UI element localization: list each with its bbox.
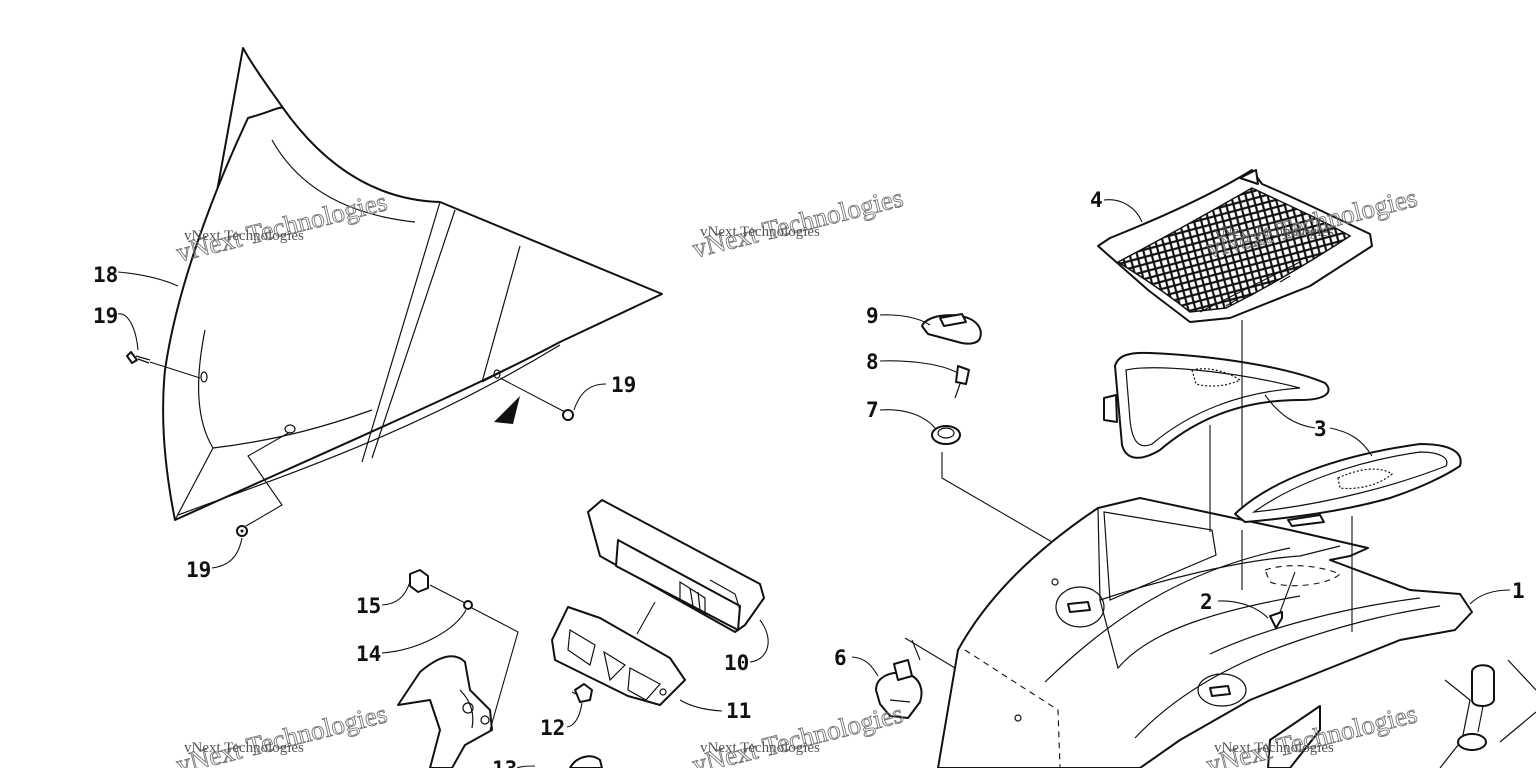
display-module-10[interactable] [587, 499, 765, 633]
watermark-bottom-middle: vNext Technologies vNext Technologies [689, 698, 907, 768]
bracket-11[interactable] [551, 606, 686, 706]
screw-12[interactable] [571, 683, 593, 703]
svg-text:vNext Technologies: vNext Technologies [1214, 224, 1334, 240]
svg-text:vNext Technologies: vNext Technologies [184, 228, 304, 244]
svg-text:vNext Technologies: vNext Technologies [700, 740, 820, 756]
key-cap-9[interactable] [921, 313, 982, 345]
callout-8[interactable]: 8 [866, 350, 879, 374]
callout-3[interactable]: 3 [1314, 417, 1327, 441]
accessory-plug[interactable] [1457, 659, 1536, 751]
svg-text:vNext Technologies: vNext Technologies [1214, 740, 1334, 756]
callout-6[interactable]: 6 [834, 646, 847, 670]
washer-19-bottom[interactable] [236, 525, 248, 537]
trim-ring-3-right[interactable] [1234, 443, 1462, 527]
callout-15[interactable]: 15 [356, 594, 381, 618]
windshield-part[interactable] [162, 47, 663, 521]
callout-13[interactable]: 13 [492, 757, 517, 768]
washer-14[interactable] [463, 600, 473, 610]
screw-19-left[interactable] [126, 351, 151, 364]
callout-18[interactable]: 18 [93, 263, 118, 287]
callout-2[interactable]: 2 [1200, 590, 1213, 614]
watermark-top-middle: vNext Technologies vNext Technologies [689, 182, 907, 264]
callout-19-right[interactable]: 19 [611, 373, 636, 397]
callout-19-bottom[interactable]: 19 [186, 558, 211, 582]
screw-19-right[interactable] [562, 409, 574, 421]
callout-1[interactable]: 1 [1512, 579, 1525, 603]
nut-15[interactable] [409, 569, 429, 593]
connector-6[interactable] [875, 659, 923, 719]
svg-text:vNext Technologies: vNext Technologies [184, 740, 304, 756]
callout-11[interactable]: 11 [726, 699, 751, 723]
part-13[interactable] [569, 755, 603, 768]
key-8[interactable] [954, 365, 970, 399]
svg-text:vNext Technologies: vNext Technologies [689, 182, 906, 263]
svg-text:vNext Technologies: vNext Technologies [689, 698, 906, 768]
callout-19-upper-left[interactable]: 19 [93, 304, 118, 328]
grille-4[interactable] [1097, 169, 1373, 323]
bezel-7[interactable] [931, 425, 961, 445]
hood-assembly-1[interactable] [937, 497, 1473, 768]
callout-9[interactable]: 9 [866, 304, 879, 328]
callout-7[interactable]: 7 [866, 398, 879, 422]
callout-12[interactable]: 12 [540, 716, 565, 740]
screw-2[interactable] [1269, 611, 1283, 629]
watermark-bottom-left: vNext Technologies vNext Technologies [173, 698, 391, 768]
svg-text:vNext Technologies: vNext Technologies [700, 224, 820, 240]
callout-10[interactable]: 10 [724, 651, 749, 675]
callout-14[interactable]: 14 [356, 642, 381, 666]
trim-ring-3-left[interactable] [1103, 351, 1330, 459]
svg-text:vNext Technologies: vNext Technologies [173, 698, 390, 768]
callout-4[interactable]: 4 [1090, 188, 1103, 212]
mount-bracket[interactable] [397, 655, 493, 768]
